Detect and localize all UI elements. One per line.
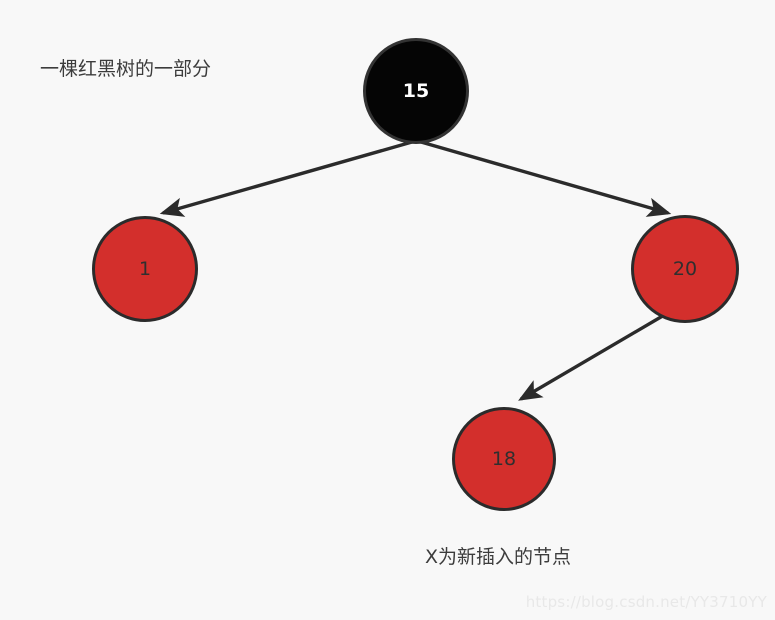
tree-node-18[interactable]: 18 bbox=[452, 407, 556, 511]
edge-15-to-20 bbox=[420, 140, 672, 217]
tree-description-label: 一棵红黑树的一部分 bbox=[40, 58, 212, 80]
edge-20-to-18 bbox=[518, 312, 667, 401]
edge-15-to-1 bbox=[159, 140, 413, 217]
tree-node-20[interactable]: 20 bbox=[631, 215, 739, 323]
tree-node-15[interactable]: 15 bbox=[363, 38, 469, 144]
tree-node-20-label: 20 bbox=[672, 257, 698, 280]
tree-node-15-label: 15 bbox=[402, 79, 430, 102]
inserted-node-note: X为新插入的节点 bbox=[425, 546, 572, 568]
watermark-text: https://blog.csdn.net/YY3710YY bbox=[525, 593, 767, 611]
tree-node-1-label: 1 bbox=[138, 257, 152, 280]
tree-node-1[interactable]: 1 bbox=[92, 216, 198, 322]
tree-node-18-label: 18 bbox=[491, 447, 517, 470]
